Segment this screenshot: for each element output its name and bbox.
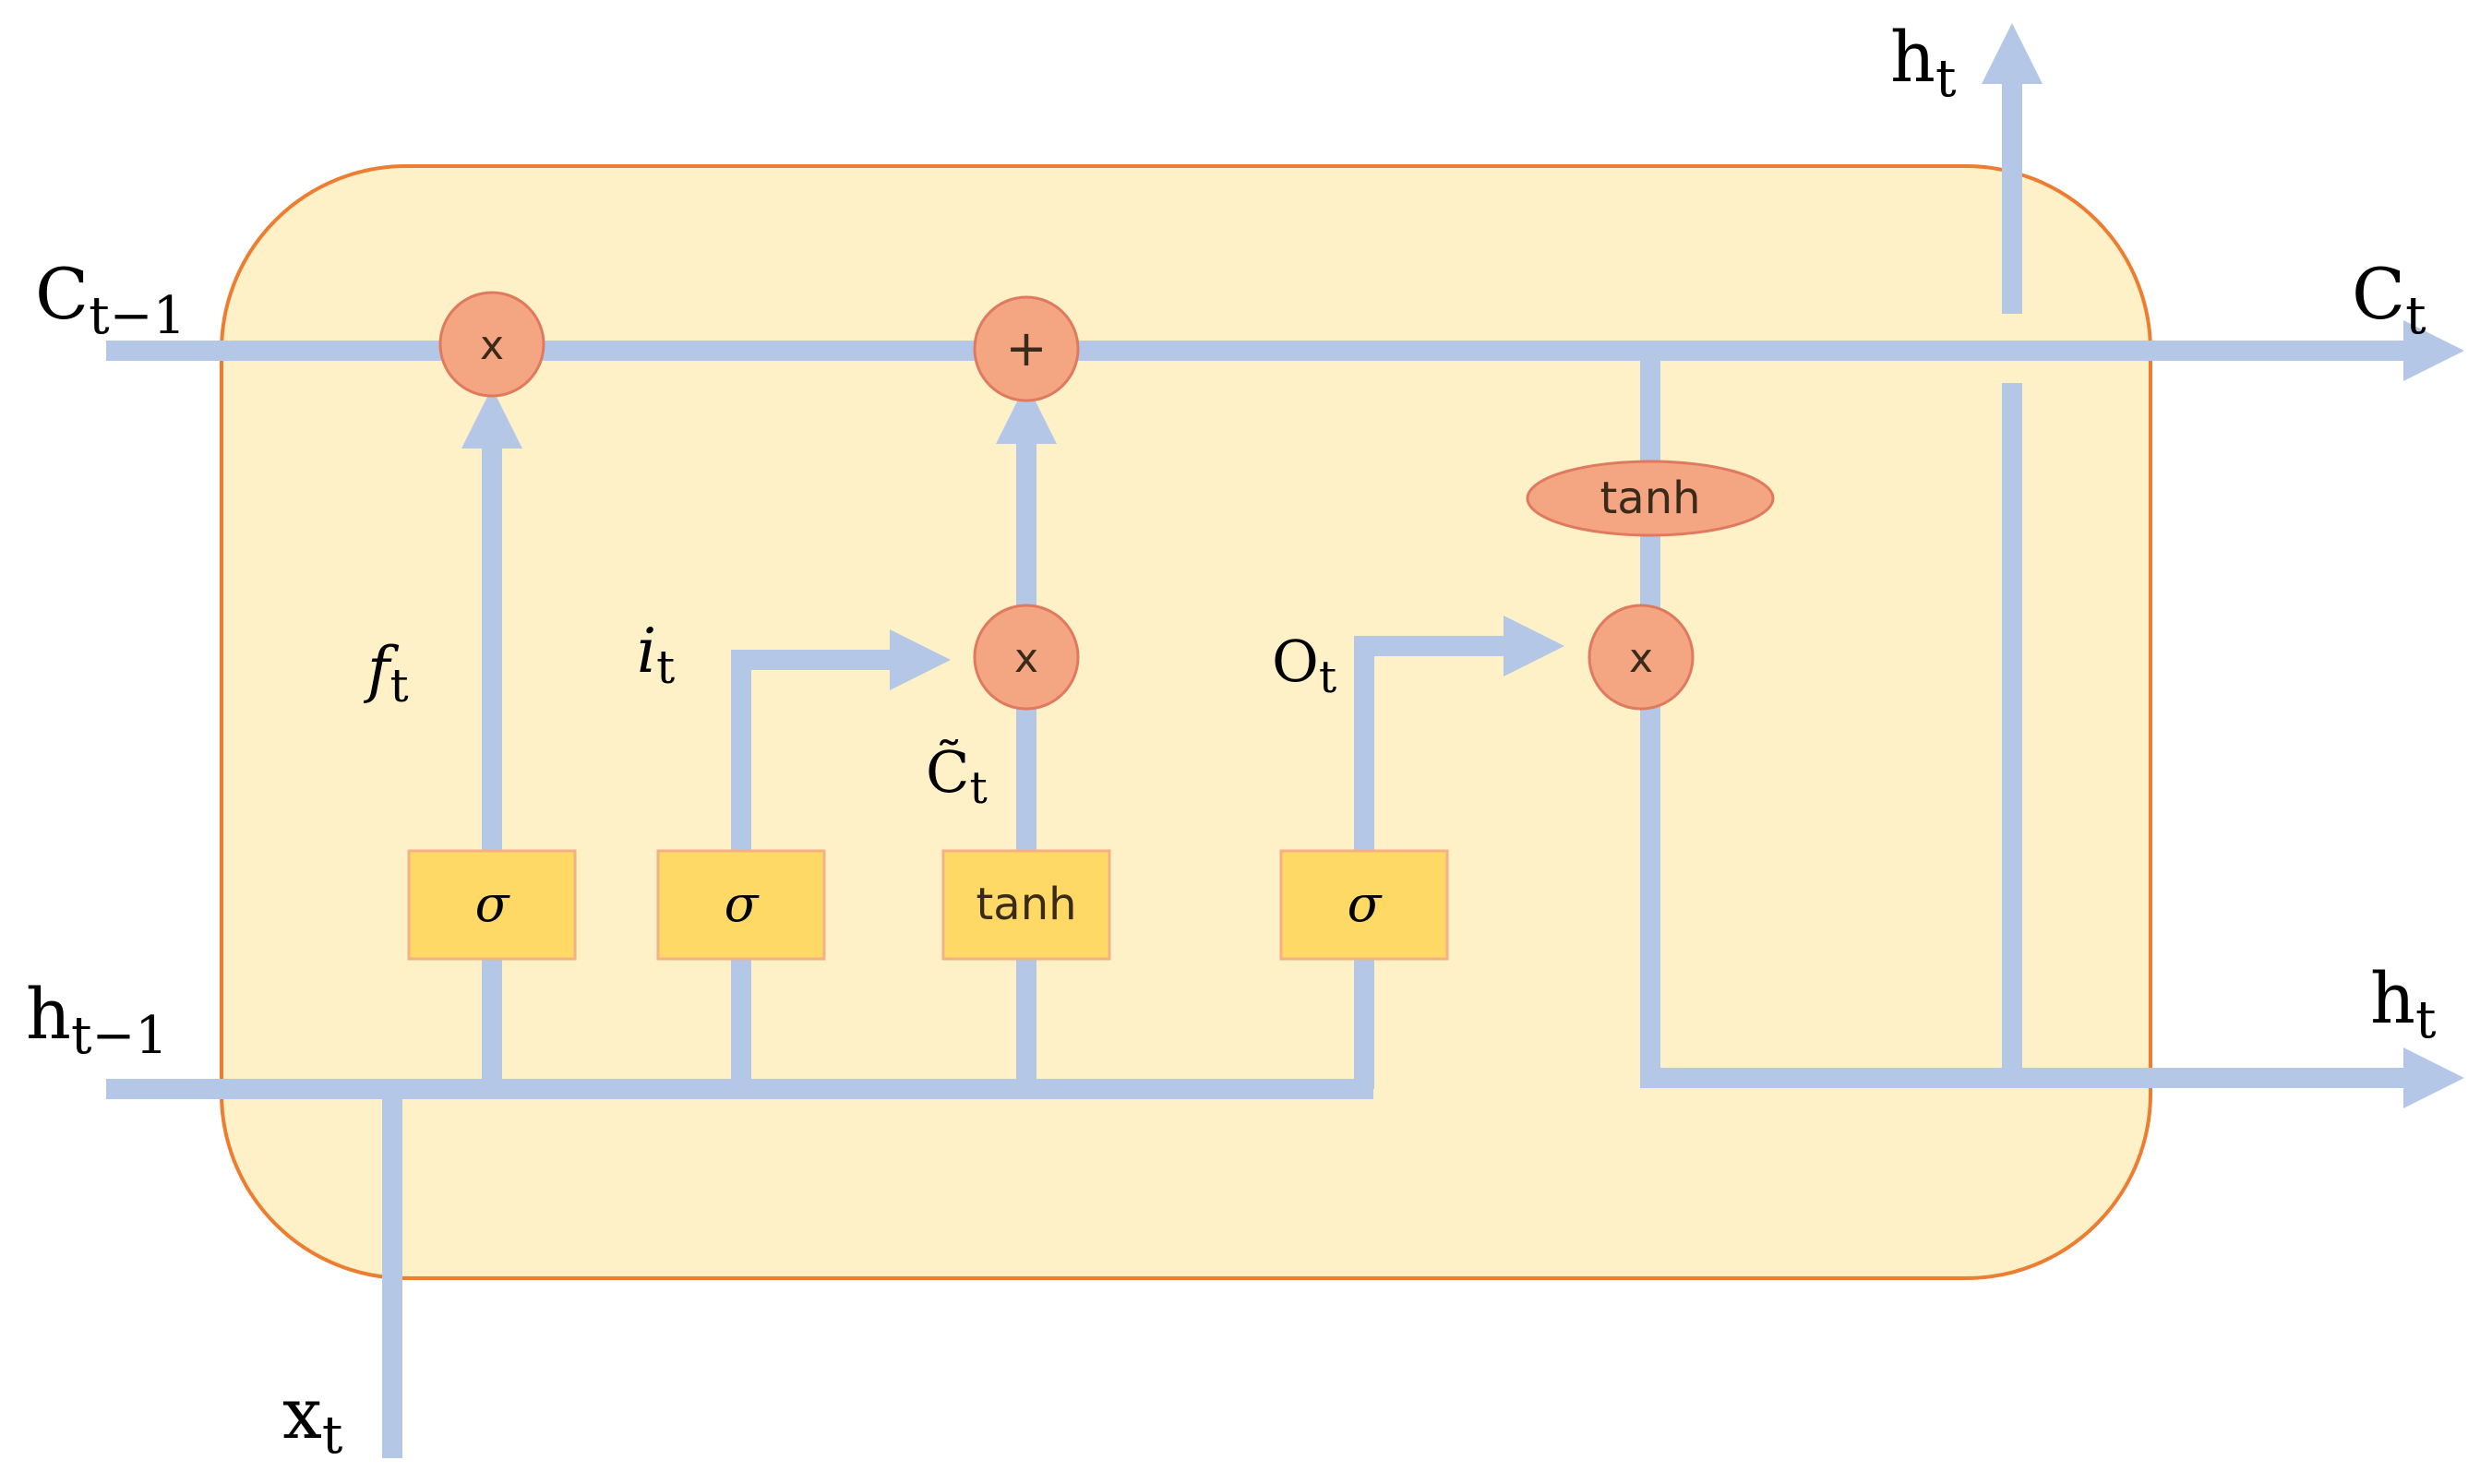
cell-add-node [973, 295, 1080, 402]
forget-gate-symbol: σ [475, 875, 511, 933]
forget-gate-box [407, 849, 577, 961]
input-multiply-node [973, 604, 1080, 711]
cell-prev-label: Ct−1 [35, 253, 186, 346]
output-multiply-node [1587, 604, 1695, 711]
candidate-gate-box [941, 849, 1111, 961]
output-gate-box [1279, 849, 1449, 961]
variable-labels: Ct−1 Ct ht−1 ht ht xt ft it Ot C̃t [26, 16, 2437, 1466]
output-gate-symbol: σ [1348, 875, 1384, 933]
x-input-label: xt [282, 1372, 343, 1466]
cell-tanh-node [1526, 460, 1775, 537]
input-multiply-symbol: x [1014, 635, 1038, 682]
output-gate-label: Ot [1272, 628, 1336, 703]
output-multiply-symbol: x [1629, 635, 1653, 682]
pointwise-ops: x + x x tanh [438, 291, 1775, 711]
hidden-out-top-label: ht [1890, 16, 1957, 109]
lstm-cell-body [220, 164, 2152, 1280]
hidden-out-right-label: ht [2370, 957, 2437, 1050]
input-gate-symbol: σ [725, 875, 761, 933]
candidate-label: C̃t [926, 738, 988, 814]
hidden-prev-label: ht−1 [26, 973, 168, 1066]
forget-multiply-symbol: x [480, 322, 504, 369]
input-gate-label: it [637, 616, 675, 694]
cell-out-label: Ct [2352, 253, 2426, 346]
cell-tanh-symbol: tanh [1599, 473, 1700, 524]
input-gate-box [656, 849, 826, 961]
forget-multiply-node [438, 291, 545, 398]
cell-add-symbol: + [1005, 319, 1047, 377]
gate-boxes: σ σ tanh σ [407, 849, 1449, 961]
candidate-gate-symbol: tanh [976, 879, 1076, 930]
output-to-hidden-line [1640, 701, 2464, 1108]
